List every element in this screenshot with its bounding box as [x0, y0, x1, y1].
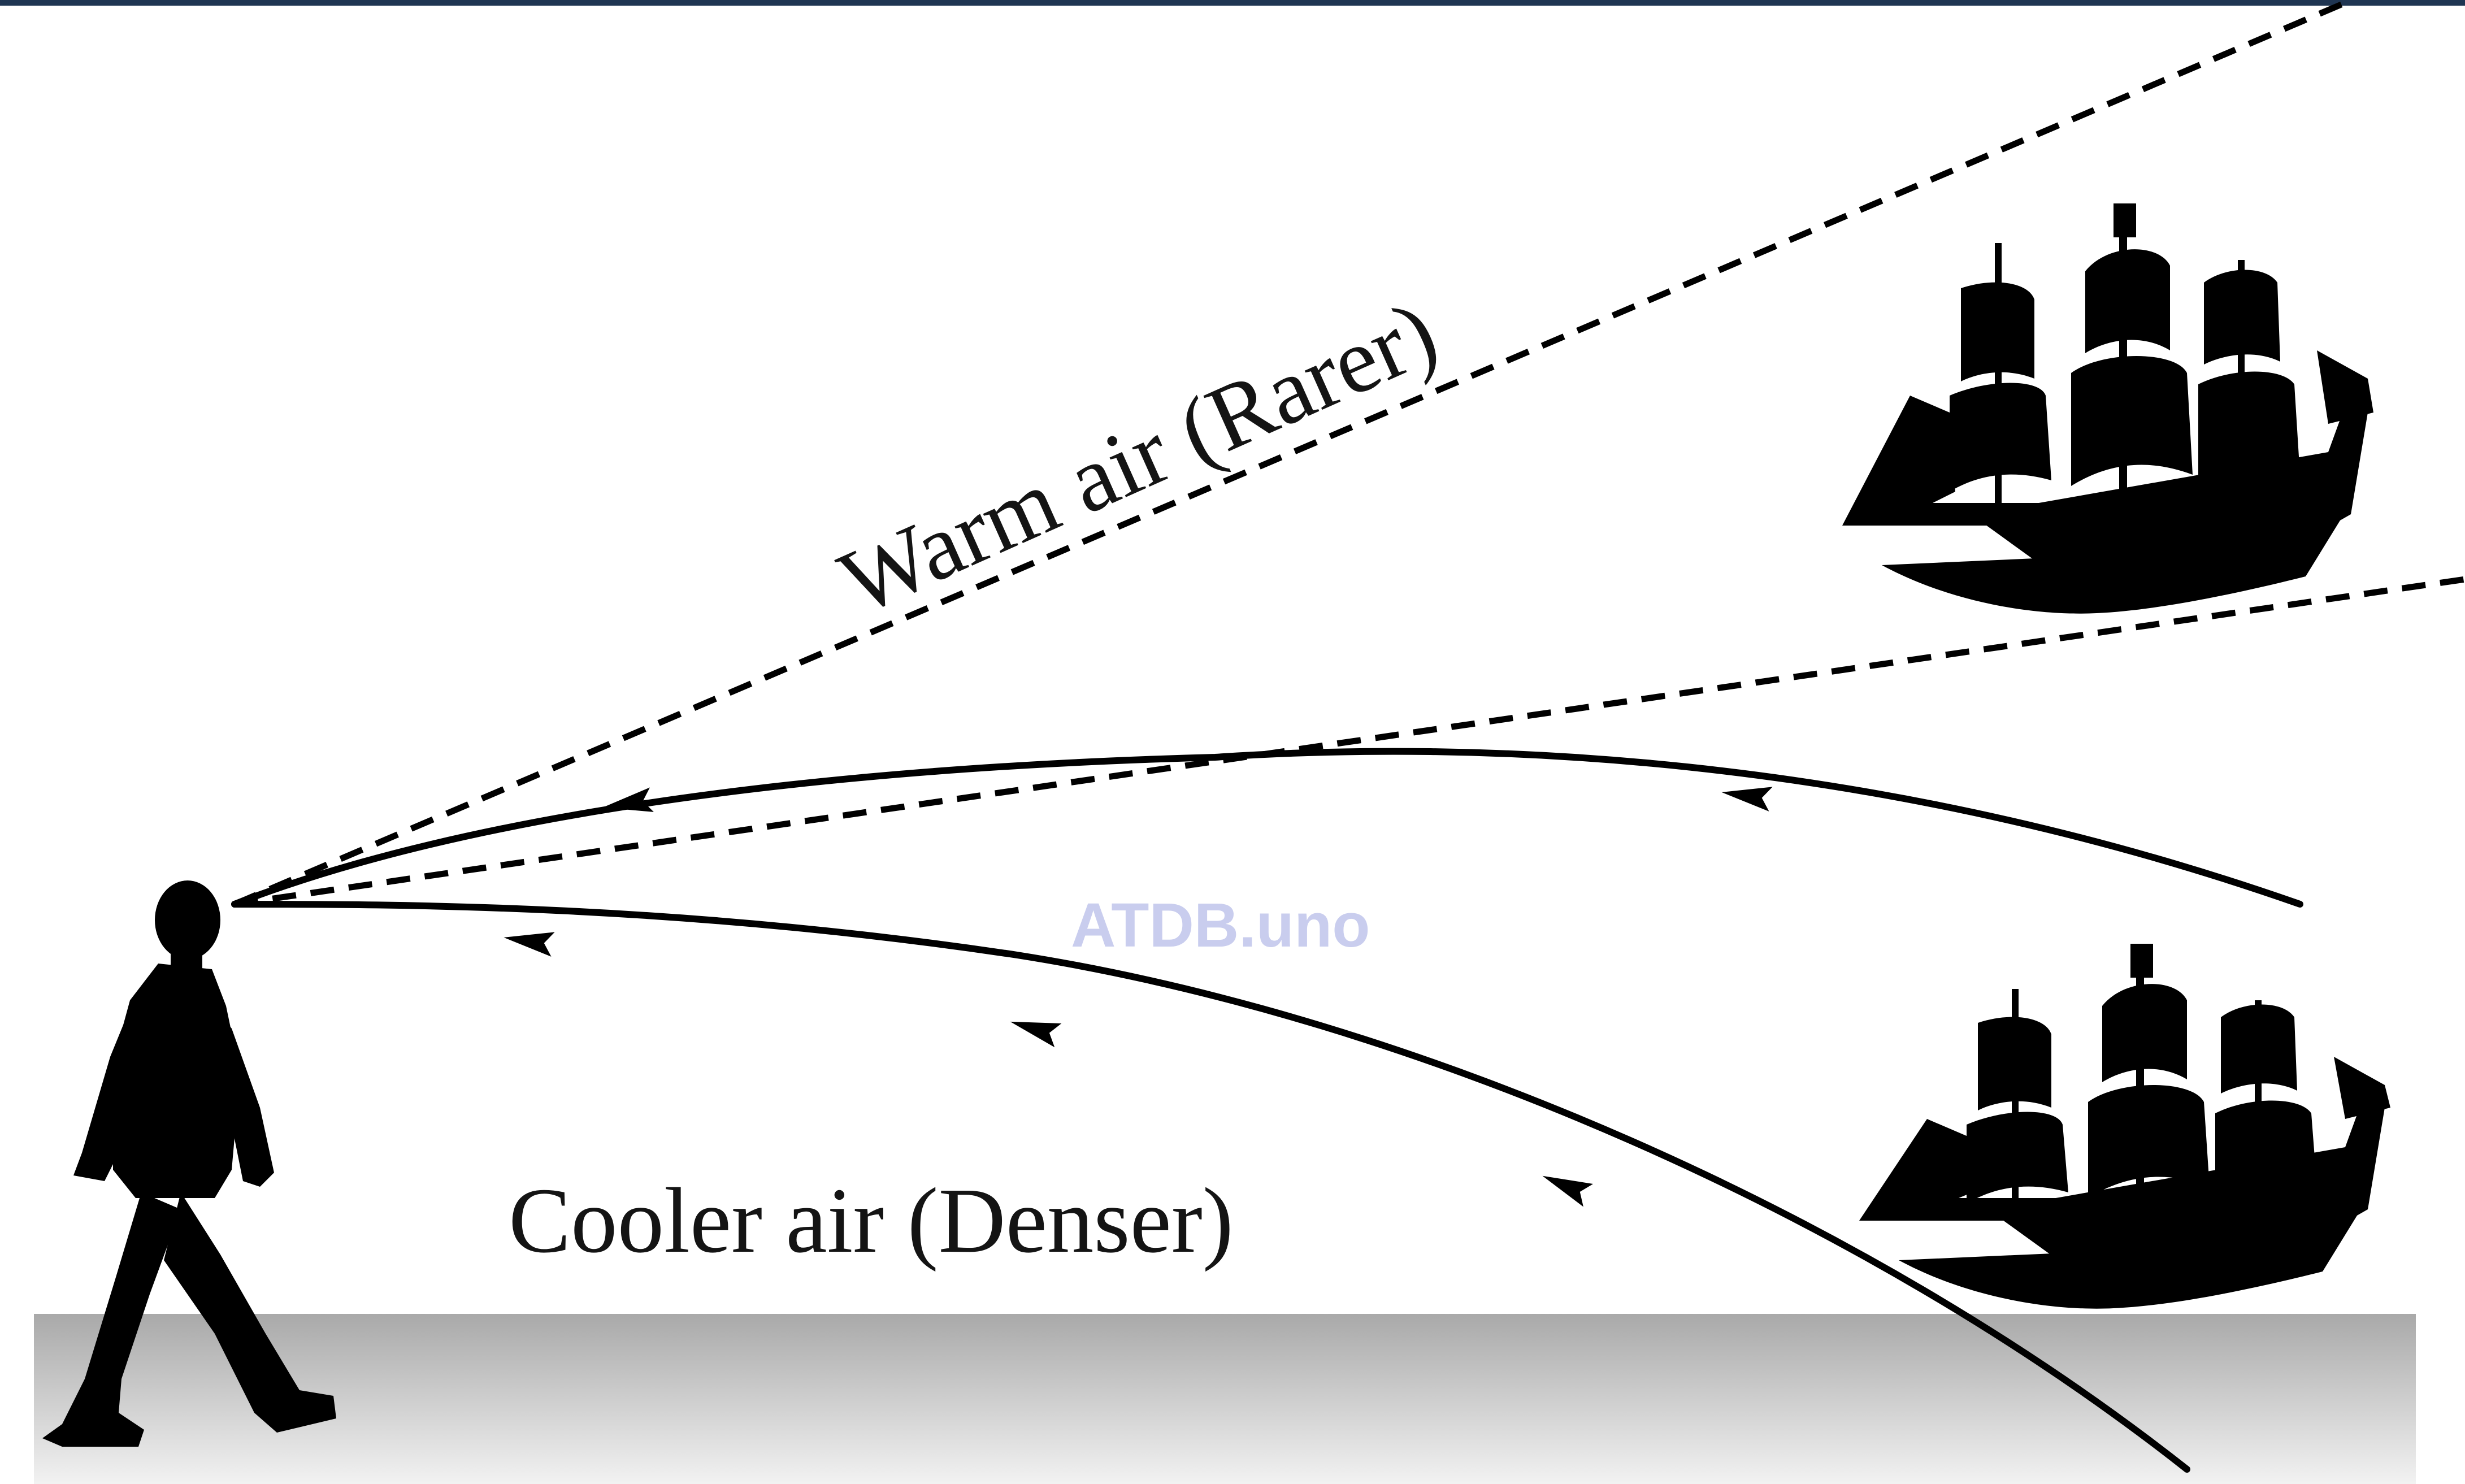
arrow-lower-ray-middle [1010, 1021, 1062, 1048]
cooler-air-label: Cooler air (Denser) [509, 1169, 1234, 1272]
ground-strip [34, 1314, 2416, 1484]
arrow-upper-ray-right [1721, 787, 1773, 812]
lower-light-ray [231, 901, 2190, 1473]
real-ship-icon [1859, 944, 2390, 1309]
upper-light-ray [231, 748, 2303, 908]
arrow-upper-ray-left [602, 787, 654, 812]
arrow-lower-ray-left [504, 932, 555, 957]
mirage-ship-icon [1842, 203, 2373, 614]
walking-person-icon [42, 880, 336, 1447]
lower-sight-line [234, 576, 2465, 908]
arrow-lower-ray-right [1542, 1175, 1594, 1207]
watermark: ATDB.uno [1071, 891, 1370, 960]
warm-air-label: Warm air (Rarer) [825, 280, 1451, 635]
top-frame-border [0, 0, 2465, 6]
